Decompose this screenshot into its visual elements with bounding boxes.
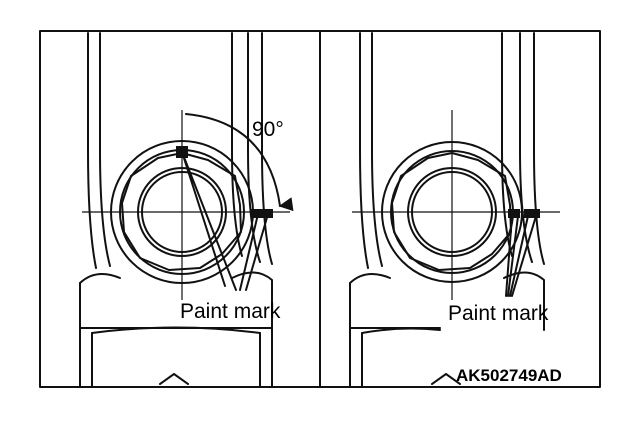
right-paint-mark-leader bbox=[505, 215, 537, 297]
rotation-arrow-icon bbox=[185, 113, 294, 212]
left-panel: 90° Paint mark bbox=[79, 32, 294, 388]
right-panel: Paint mark bbox=[349, 32, 560, 388]
paint-mark-leader bbox=[181, 151, 269, 291]
left-paint-mark-label: Paint mark bbox=[180, 300, 281, 323]
figure-code: AK502749AD bbox=[456, 366, 562, 385]
rotation-angle-label: 90° bbox=[252, 118, 284, 141]
paint-mark-reference bbox=[251, 209, 273, 218]
paint-mark-aligned-nut bbox=[508, 209, 520, 218]
right-paint-mark-label: Paint mark bbox=[448, 302, 549, 325]
paint-mark-aligned-rod bbox=[524, 209, 540, 218]
